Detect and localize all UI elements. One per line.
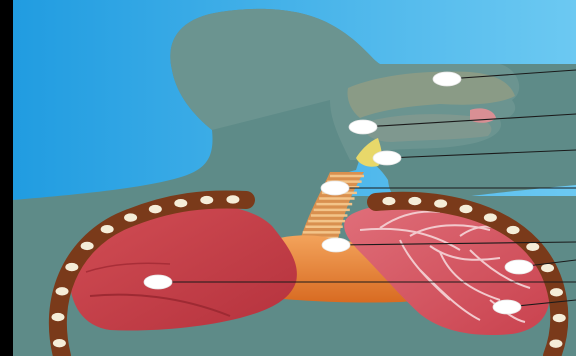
label-marker-dot[interactable] bbox=[493, 300, 521, 314]
left-frame-edge bbox=[0, 0, 13, 356]
rib-dot bbox=[541, 264, 554, 272]
rib-dot bbox=[53, 339, 66, 347]
rib-dot bbox=[149, 205, 162, 213]
rib-dot bbox=[124, 213, 137, 221]
label-marker-dot[interactable] bbox=[505, 260, 533, 274]
label-marker-dot[interactable] bbox=[321, 181, 349, 195]
label-marker-dot[interactable] bbox=[349, 120, 377, 134]
rib-dot bbox=[507, 226, 520, 234]
rib-dot bbox=[81, 242, 94, 250]
label-marker-dot[interactable] bbox=[433, 72, 461, 86]
rib-dot bbox=[65, 263, 78, 271]
rib-dot bbox=[200, 196, 213, 204]
rib-dot bbox=[101, 225, 114, 233]
rib-dot bbox=[226, 195, 239, 203]
rib-dot bbox=[56, 287, 69, 295]
label-marker-dot[interactable] bbox=[322, 238, 350, 252]
rib-dot bbox=[51, 313, 64, 321]
rib-dot bbox=[549, 339, 562, 347]
rib-dot bbox=[174, 199, 187, 207]
rib-dot bbox=[526, 243, 539, 251]
rib-dot bbox=[408, 197, 421, 205]
rib-dot bbox=[459, 205, 472, 213]
label-marker-dot[interactable] bbox=[144, 275, 172, 289]
rib-dot bbox=[550, 288, 563, 296]
label-marker-dot[interactable] bbox=[373, 151, 401, 165]
rib-dot bbox=[434, 199, 447, 207]
rib-dot bbox=[382, 197, 395, 205]
rib-dot bbox=[484, 213, 497, 221]
rib-dot bbox=[553, 314, 566, 322]
